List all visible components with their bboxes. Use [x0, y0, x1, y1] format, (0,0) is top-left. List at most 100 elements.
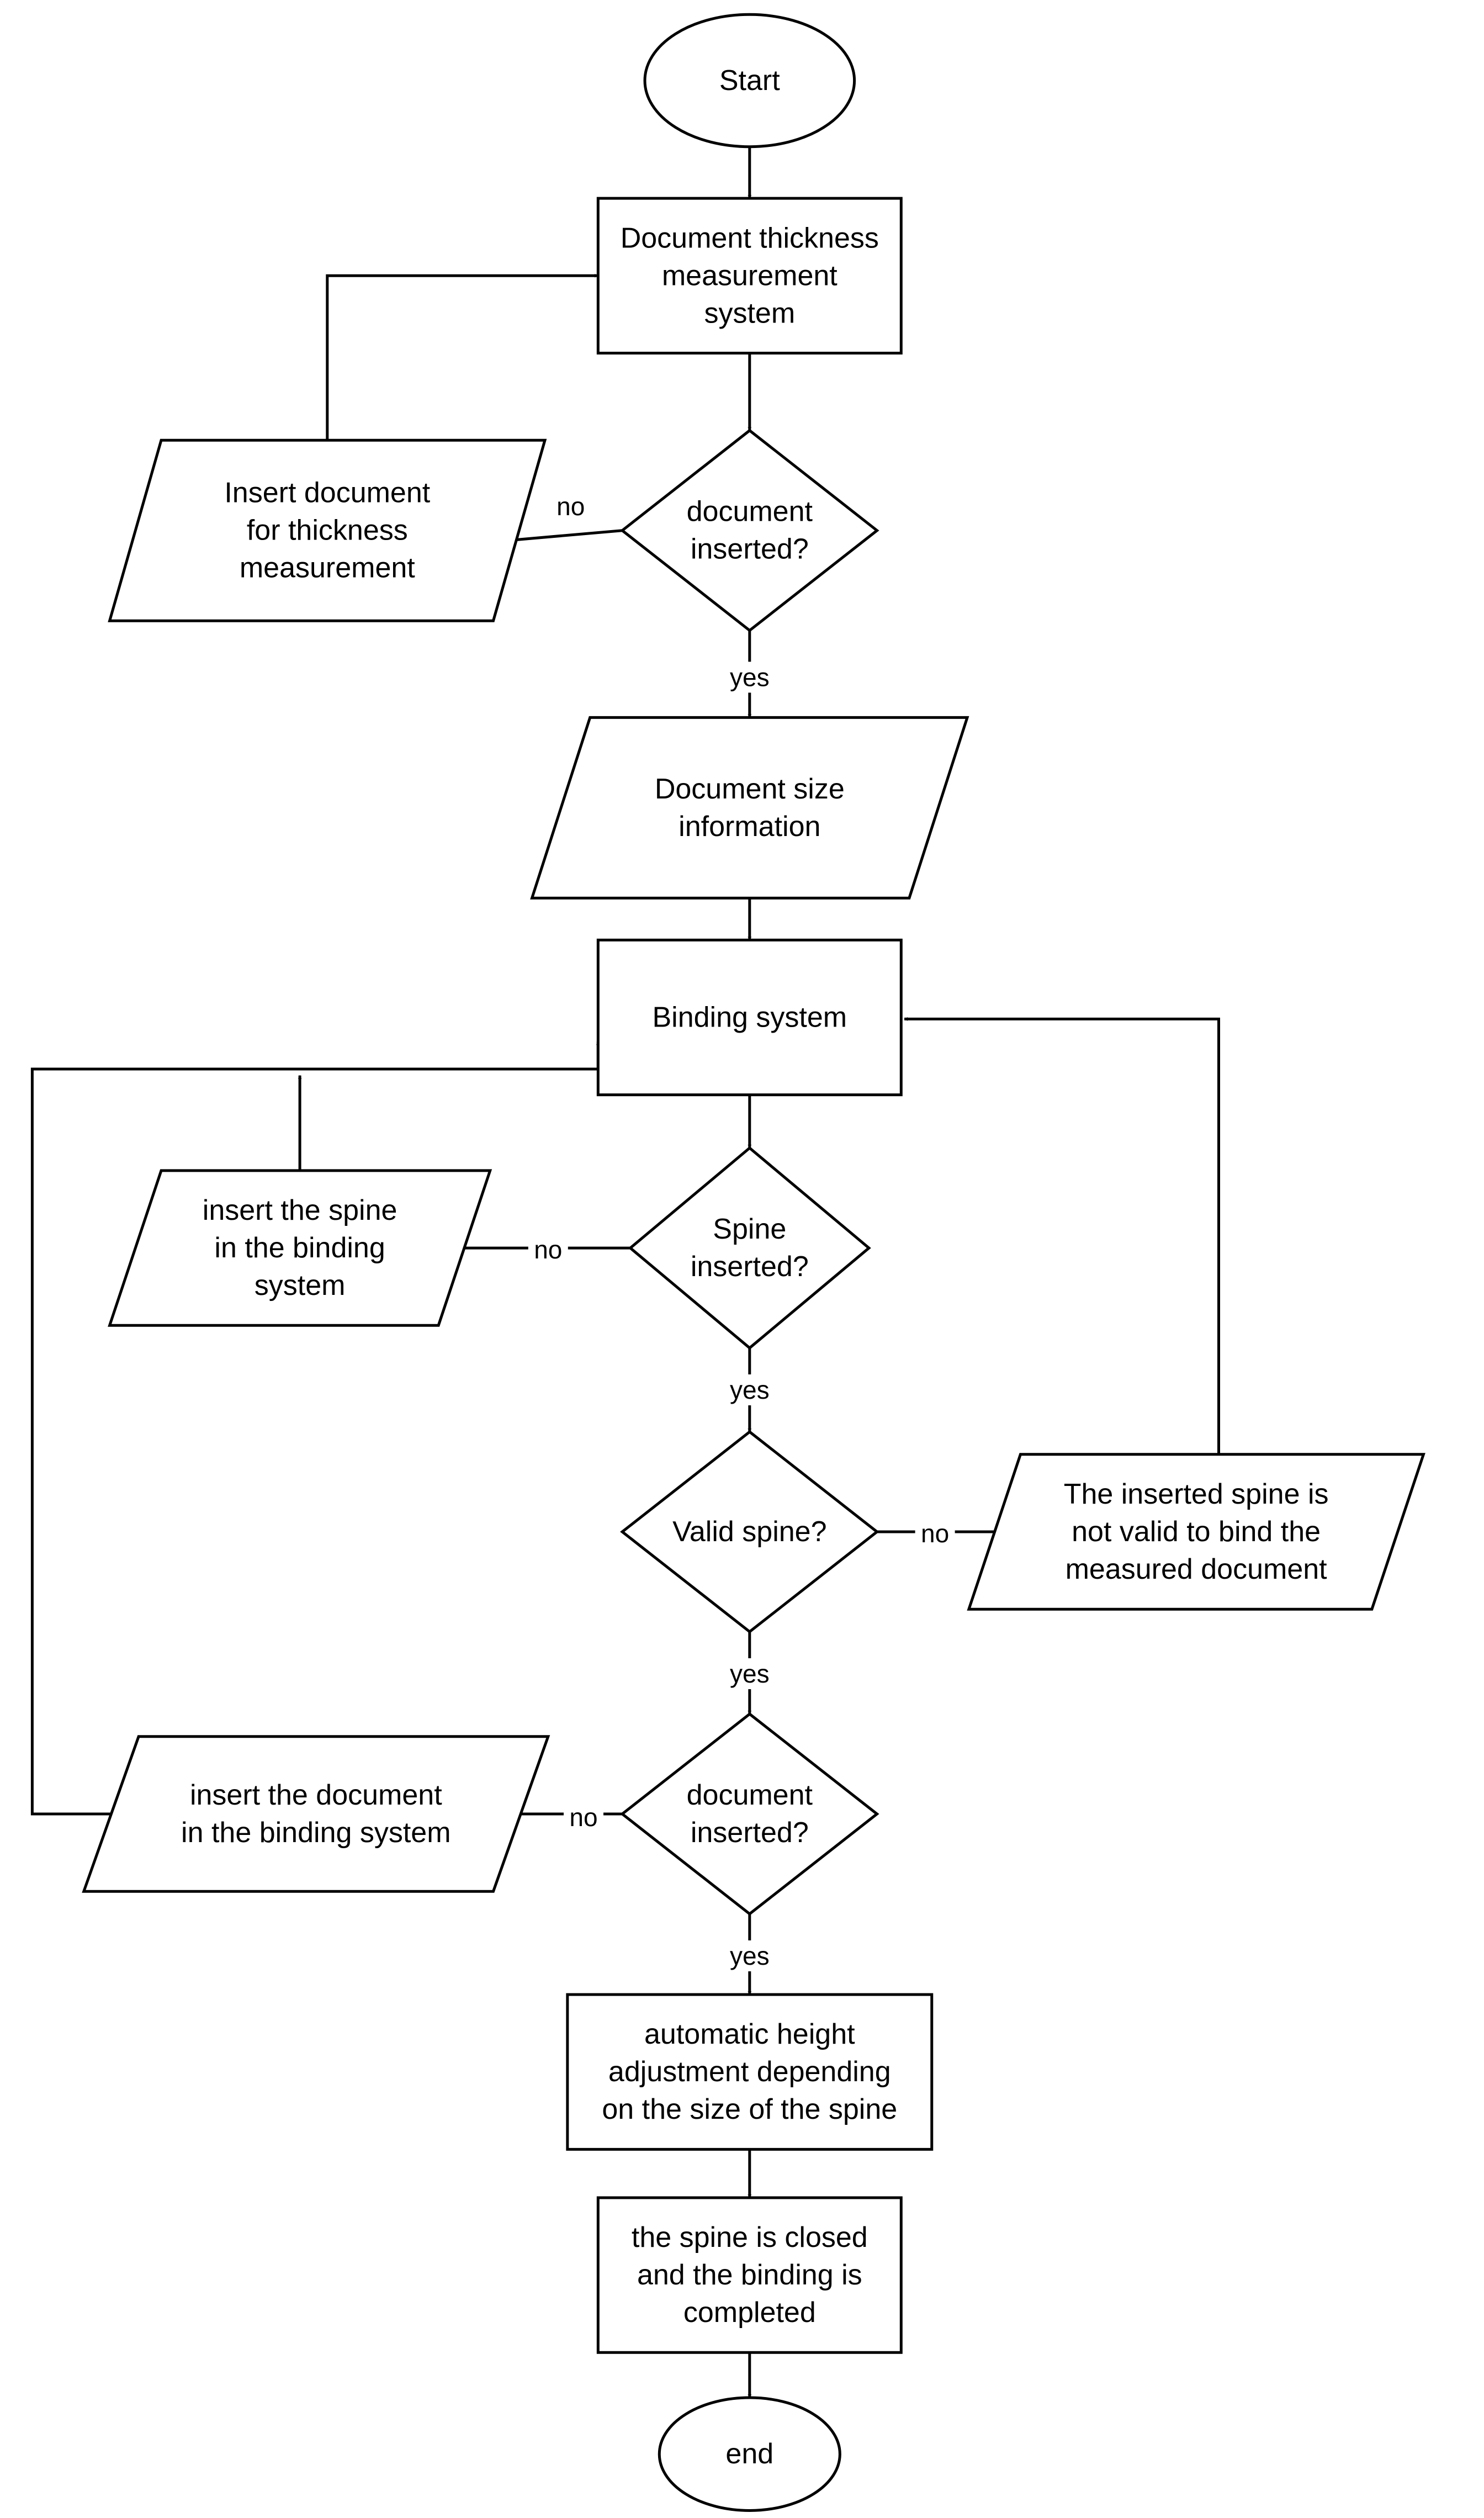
node-label-line: inserted?: [691, 1817, 809, 1849]
node-label-line: document: [687, 496, 813, 528]
node-label-line: measurement: [240, 552, 415, 584]
node-label: insert the document in the binding system: [181, 1779, 451, 1849]
node-label-line: and the binding is: [637, 2259, 862, 2291]
terminal-ellipse: [658, 2396, 841, 2512]
node-label: Insert document for thickness measurement: [224, 477, 430, 584]
node-spine-inserted: Spine inserted?: [628, 1146, 871, 1350]
node-label-line: system: [255, 1269, 346, 1302]
edge-label-no: no: [921, 1519, 949, 1548]
node-end: end: [658, 2396, 841, 2512]
node-label-line: Binding system: [652, 1002, 847, 1034]
node-insert-doc-thickness: Insert document for thickness measurement: [108, 438, 547, 622]
process-box: [596, 2196, 903, 2354]
node-label-line: Valid spine?: [672, 1516, 826, 1548]
node-label-line: measurement: [662, 260, 838, 292]
node-label-line: system: [704, 297, 795, 329]
input-output-parallelogram: [967, 1453, 1425, 1611]
input-output-parallelogram: [108, 438, 547, 622]
node-label-line: Insert document: [224, 477, 430, 509]
decision-diamond: [620, 1712, 879, 1916]
node-spine-closed: the spine is closed and the binding is com…: [596, 2196, 903, 2354]
node-label-line: on the size of the spine: [602, 2093, 897, 2125]
node-label-line: measured document: [1066, 1553, 1328, 1585]
edge-label-background: [722, 1658, 777, 1689]
edge-label-background: [722, 1374, 777, 1405]
terminal-ellipse: [643, 13, 856, 149]
node-label-line: insert the spine: [203, 1194, 398, 1226]
edge-notvalid-binding: [904, 1017, 1220, 1454]
edge-label-yes: yes: [730, 1376, 770, 1404]
input-output-parallelogram: [530, 716, 969, 900]
process-box: [566, 1993, 934, 2151]
node-label-line: in the binding: [214, 1232, 385, 1264]
node-size-info: Document size information: [530, 716, 969, 900]
node-label-line: for thickness: [247, 515, 408, 547]
node-label-line: The inserted spine is: [1064, 1478, 1329, 1510]
edge-label-yes: yes: [730, 1659, 770, 1688]
node-label-line: Spine: [713, 1213, 786, 1245]
edge-label-background: [564, 1801, 603, 1833]
node-label: Valid spine?: [672, 1516, 826, 1548]
edge-label-background: [915, 1517, 955, 1549]
node-label-line: adjustment depending: [608, 2056, 891, 2088]
node-label-line: completed: [683, 2297, 816, 2329]
edge-label-no: no: [534, 1235, 562, 1264]
node-valid-spine: Valid spine?: [620, 1430, 879, 1634]
node-label: Document thickness measurement system: [621, 222, 879, 329]
edge-label-yes: yes: [730, 1942, 770, 1970]
node-label-line: information: [679, 811, 820, 843]
input-output-parallelogram: [108, 1169, 492, 1327]
node-thickness: Document thickness measurement system: [596, 197, 903, 355]
node-doc-inserted-2: document inserted?: [620, 1712, 879, 1916]
node-label-line: automatic height: [644, 2018, 855, 2050]
edge-label-background: [722, 1940, 777, 1971]
node-label: the spine is closed and the binding is com…: [632, 2221, 868, 2329]
node-label-line: in the binding system: [181, 1817, 451, 1849]
node-label: document inserted?: [687, 496, 813, 565]
node-start: Start: [643, 13, 856, 149]
decision-diamond: [628, 1146, 871, 1350]
process-box: [596, 938, 903, 1097]
input-output-parallelogram: [82, 1735, 550, 1893]
node-label-line: Document size: [655, 773, 845, 805]
node-label: Start: [719, 65, 780, 97]
node-label-line: Document thickness: [621, 222, 879, 254]
node-label: Binding system: [652, 1002, 847, 1034]
node-label-line: inserted?: [691, 1251, 809, 1283]
edge-label-background: [528, 1234, 568, 1265]
node-label-line: the spine is closed: [632, 2221, 868, 2253]
node-doc-inserted-1: document inserted?: [620, 429, 879, 632]
node-label-line: inserted?: [691, 533, 809, 565]
node-label: end: [725, 2438, 773, 2470]
node-not-valid: The inserted spine is not valid to bind t…: [967, 1453, 1425, 1611]
edge-label-no: no: [556, 492, 585, 521]
node-label: Spine inserted?: [691, 1213, 809, 1283]
node-label: The inserted spine is not valid to bind t…: [1064, 1478, 1329, 1585]
edge-labels-layer: no yes no yes no yes no yes: [528, 490, 955, 1971]
node-label-line: not valid to bind the: [1072, 1516, 1321, 1548]
node-insert-doc-binding: insert the document in the binding system: [82, 1735, 550, 1893]
edge-label-yes: yes: [730, 663, 770, 691]
node-label: document inserted?: [687, 1779, 813, 1849]
edge-insertdoc-thickness: [326, 273, 598, 441]
node-binding: Binding system: [596, 938, 903, 1097]
node-height-adjust: automatic height adjustment depending on t…: [566, 1993, 934, 2151]
node-label-line: document: [687, 1779, 813, 1811]
edge-insertdocbind-binding: [30, 1041, 600, 1816]
node-label: Document size information: [655, 773, 845, 843]
edge-label-no: no: [569, 1803, 597, 1832]
node-label-line: insert the document: [190, 1779, 442, 1811]
decision-diamond: [620, 1430, 879, 1634]
node-label-line: Start: [719, 65, 780, 97]
decision-diamond: [620, 429, 879, 632]
node-label-line: end: [725, 2438, 773, 2470]
edge-label-background: [550, 490, 591, 522]
node-label: insert the spine in the binding system: [203, 1194, 398, 1302]
edge-label-background: [722, 662, 777, 693]
process-box: [596, 197, 903, 355]
node-label: automatic height adjustment depending on t…: [602, 2018, 897, 2125]
node-insert-spine: insert the spine in the binding system: [108, 1169, 492, 1327]
